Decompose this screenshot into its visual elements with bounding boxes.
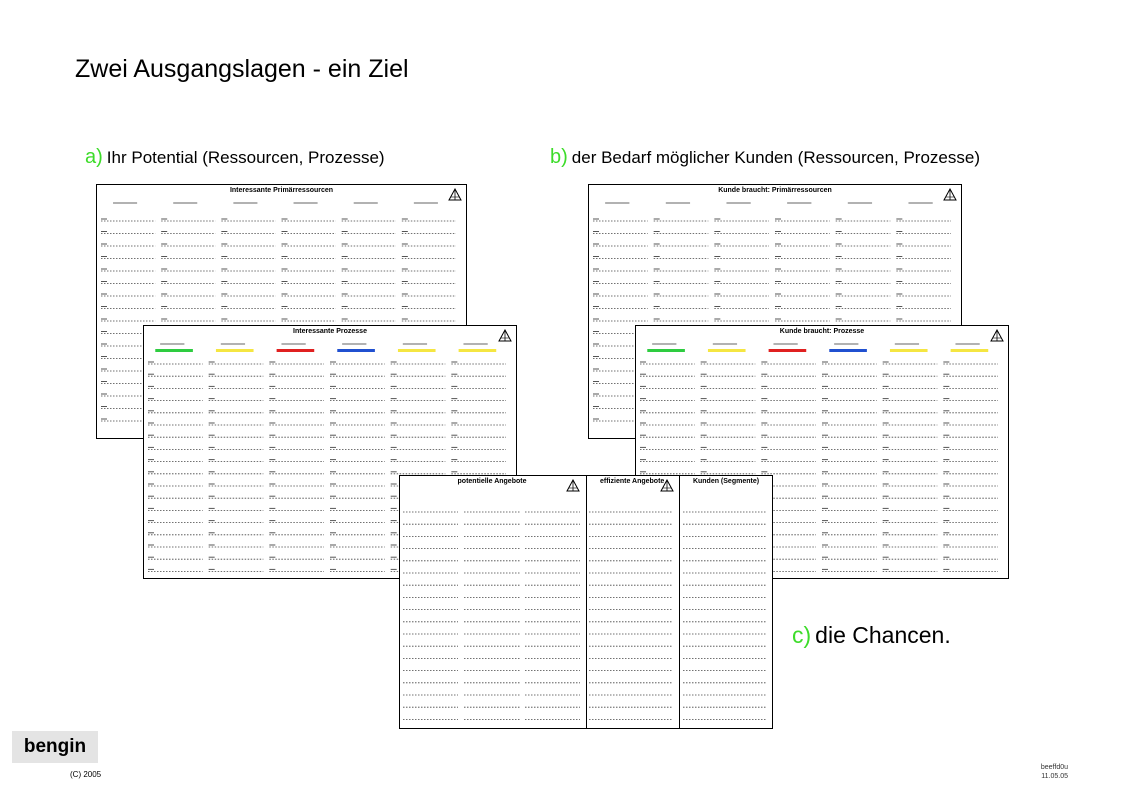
sheet-heading-potential: potentielle Angebote bbox=[457, 478, 527, 485]
pyramid-logo-icon bbox=[660, 478, 674, 493]
sheet-heading: Kunde braucht: Primärressourcen bbox=[718, 187, 832, 194]
sheet-heading-efficient: effiziente Angebote bbox=[600, 478, 665, 485]
doc-date: 11.05.05 bbox=[1041, 773, 1068, 780]
section-c-label: c)die Chancen. bbox=[792, 622, 951, 649]
brand-logo: bengin bbox=[12, 731, 98, 763]
sheet-heading: Kunde braucht: Prozesse bbox=[779, 328, 865, 335]
section-c-text: die Chancen. bbox=[815, 622, 951, 648]
section-b-key: b) bbox=[550, 146, 568, 168]
pyramid-logo-icon bbox=[990, 328, 1004, 343]
pyramid-logo-icon bbox=[943, 187, 957, 202]
column-divider bbox=[679, 476, 680, 728]
pyramid-logo-icon bbox=[498, 328, 512, 343]
page-title: Zwei Ausgangslagen - ein Ziel bbox=[75, 55, 409, 83]
form-grid bbox=[403, 511, 766, 720]
sheet-heading-customers: Kunden (Segmente) bbox=[692, 478, 760, 485]
section-a-text: Ihr Potential (Ressourcen, Prozesse) bbox=[106, 148, 385, 167]
section-b-label: b)der Bedarf möglicher Kunden (Ressource… bbox=[550, 146, 980, 169]
form-grid bbox=[148, 343, 506, 572]
column-divider bbox=[586, 476, 587, 728]
sheet-c-chances: potentielle Angebote effiziente Angebote… bbox=[399, 475, 773, 729]
section-a-label: a)Ihr Potential (Ressourcen, Prozesse) bbox=[85, 146, 385, 169]
copyright-text: (C) 2005 bbox=[70, 770, 102, 779]
pyramid-logo-icon bbox=[566, 478, 580, 493]
pyramid-logo-icon bbox=[448, 187, 462, 202]
section-b-text: der Bedarf möglicher Kunden (Ressourcen,… bbox=[571, 148, 980, 167]
section-a-key: a) bbox=[85, 146, 103, 168]
sheet-heading: Interessante Primärressourcen bbox=[229, 187, 334, 194]
doc-id: beeffd0u bbox=[1040, 764, 1068, 771]
sheet-heading: Interessante Prozesse bbox=[293, 328, 367, 335]
section-c-key: c) bbox=[792, 622, 812, 648]
document-meta: beeffd0u 11.05.05 bbox=[1032, 763, 1068, 781]
